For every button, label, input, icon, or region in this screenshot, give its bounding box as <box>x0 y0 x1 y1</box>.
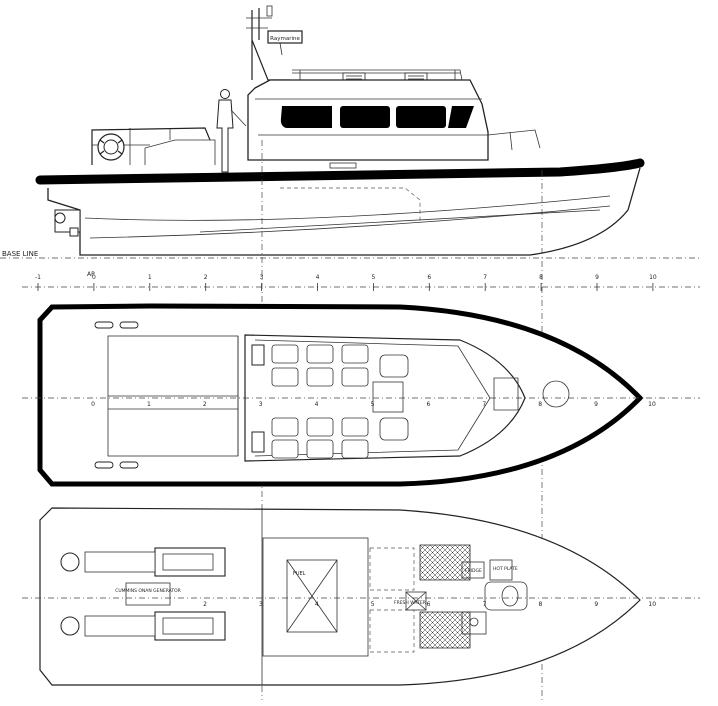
cabin-outline <box>244 334 526 462</box>
lower-station-label: 7 <box>483 601 487 608</box>
station-label: 2 <box>204 274 208 281</box>
deck-hatch-machinery <box>251 344 265 366</box>
cleat <box>94 321 114 329</box>
fridge-label: FRIDGE <box>465 568 482 574</box>
waterjet-unit <box>54 209 81 237</box>
plan-station-label: 7 <box>482 401 486 408</box>
seat <box>341 417 369 437</box>
fuel-tank: FUEL <box>262 537 369 657</box>
ap-label: AP <box>87 271 95 278</box>
waterjet-nozzle <box>60 616 80 636</box>
bow-rail <box>487 129 541 149</box>
seat <box>306 367 334 387</box>
profile-view: Raymarine <box>0 5 700 259</box>
plan-station-label: 5 <box>371 401 375 408</box>
lower-station-label: 10 <box>648 601 656 608</box>
lower-station-label: 4 <box>315 601 319 608</box>
hull-outline <box>47 167 641 256</box>
station-label: 1 <box>148 274 152 281</box>
baseline-label: BASE LINE <box>2 250 38 258</box>
generator <box>125 582 171 606</box>
wheelhouse-window <box>280 106 332 128</box>
lower-station-label: 9 <box>594 601 598 608</box>
plan-station-label: 4 <box>315 401 319 408</box>
seat <box>271 439 299 459</box>
plan-station-label: 8 <box>538 401 542 408</box>
plan-station-label: 1 <box>147 401 151 408</box>
station-label: 8 <box>539 274 543 281</box>
fresh-water-label: FRESH WATER <box>394 600 426 606</box>
plan-station-label: 0 <box>91 401 95 408</box>
lower-station-label: 2 <box>203 601 207 608</box>
seat <box>306 417 334 437</box>
galley: FRIDGE HOT PLATE <box>419 544 528 649</box>
plan-station-label: 6 <box>426 401 430 408</box>
crew-figure <box>216 89 247 173</box>
lower-station-label: 6 <box>427 601 431 608</box>
toilet-icon <box>501 585 519 607</box>
gearbox-shaft <box>84 551 156 573</box>
deck-outline <box>37 303 644 487</box>
fuel-label: FUEL <box>293 571 306 577</box>
fresh-water-tank: FRESH WATER <box>369 547 427 653</box>
hot-plate-label: HOT PLATE <box>493 566 518 572</box>
radar-label: Raymarine <box>270 36 300 42</box>
lower-station-label: 5 <box>371 601 375 608</box>
engine-units <box>60 547 226 641</box>
wheelhouse-window <box>340 106 390 128</box>
seat <box>306 344 334 364</box>
station-label: 10 <box>649 274 657 281</box>
cleat <box>119 461 139 469</box>
plan-station-label: 9 <box>594 401 598 408</box>
cleat <box>94 461 114 469</box>
station-label: 5 <box>371 274 375 281</box>
passenger-seats <box>271 344 409 459</box>
wheelhouse <box>247 79 489 169</box>
plan-station-label: 2 <box>203 401 207 408</box>
station-label: 4 <box>316 274 320 281</box>
seat <box>341 439 369 459</box>
seat <box>271 344 299 364</box>
plan-station-label: 3 <box>259 401 263 408</box>
wheelhouse-window <box>396 106 446 128</box>
aft-deck-railing <box>91 127 216 165</box>
plan-station-label: 10 <box>648 401 656 408</box>
helm-seat <box>379 417 409 441</box>
wheelhouse-window <box>448 106 474 128</box>
deck-bollards <box>94 321 265 469</box>
seat <box>271 367 299 387</box>
helm-seat <box>379 354 409 378</box>
station-label: 3 <box>260 274 264 281</box>
gearbox-shaft <box>84 615 156 637</box>
waterjet-nozzle <box>60 552 80 572</box>
station-scale: AP -1 0 1 2 3 4 5 6 7 8 9 10 <box>22 271 700 291</box>
station-label: 9 <box>595 274 599 281</box>
station-label: -1 <box>35 274 41 281</box>
station-label: 7 <box>483 274 487 281</box>
lower-station-label: 3 <box>259 601 263 608</box>
station-label: 6 <box>427 274 431 281</box>
lower-station-label: 8 <box>538 601 542 608</box>
seat <box>306 439 334 459</box>
helm-console <box>372 381 404 413</box>
seat <box>341 344 369 364</box>
deck-plan-view: 0 1 2 3 4 5 6 7 8 9 10 <box>22 303 700 487</box>
radar-unit: Raymarine <box>267 30 303 56</box>
hull-outline-lower <box>39 507 641 686</box>
generator-label: CUMMINS ONAN GENERATOR <box>115 588 181 594</box>
deck-hatch-machinery <box>251 431 265 453</box>
cleat <box>119 321 139 329</box>
machinery-arrangement-view: CUMMINS ONAN GENERATOR FUEL FRESH WATER … <box>22 507 700 686</box>
seat <box>271 417 299 437</box>
sheer-fender <box>35 158 645 185</box>
station-label: 0 <box>92 274 96 281</box>
seat <box>341 367 369 387</box>
